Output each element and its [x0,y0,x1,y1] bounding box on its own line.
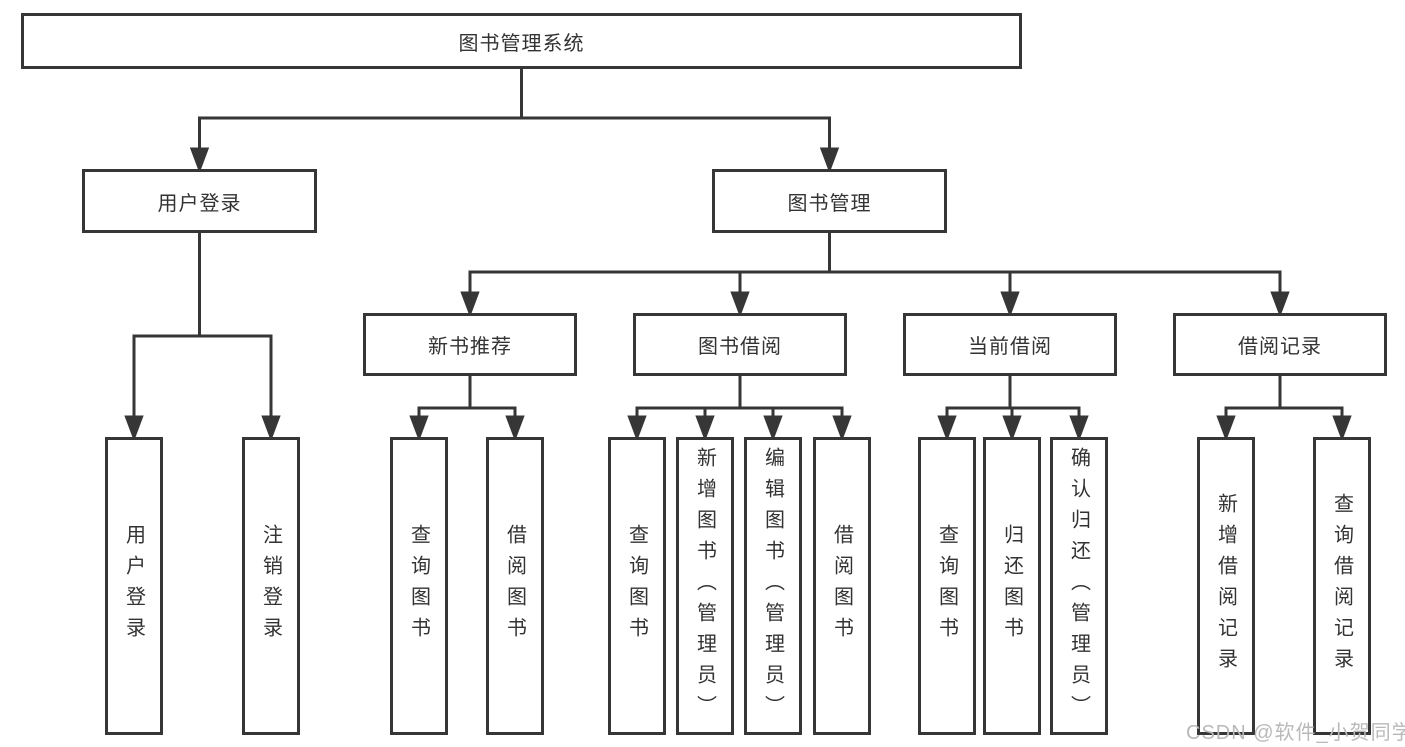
leaf-bb-edit-books-admin: 编辑图书（管理员） [744,437,802,735]
node-current-borrowing: 当前借阅 [903,313,1117,376]
node-root: 图书管理系统 [21,13,1022,69]
leaf-bb-query-books: 查询图书 [608,437,666,735]
leaf-cb-query-books: 查询图书 [918,437,976,735]
leaf-br-add-record: 新增借阅记录 [1197,437,1255,735]
node-new-book-recommendation: 新书推荐 [363,313,577,376]
leaf-logout: 注销登录 [242,437,300,735]
node-book-borrowing: 图书借阅 [633,313,847,376]
leaf-cb-return-books: 归还图书 [983,437,1041,735]
watermark: CSDN @软件_小贺同学 [1186,722,1405,744]
leaf-bb-borrow-books: 借阅图书 [813,437,871,735]
node-user-login: 用户登录 [82,169,317,233]
leaf-user-login: 用户登录 [105,437,163,735]
leaf-rec-borrow-books: 借阅图书 [486,437,544,735]
leaf-rec-query-books: 查询图书 [390,437,448,735]
node-borrowing-records: 借阅记录 [1173,313,1387,376]
leaf-br-query-record: 查询借阅记录 [1313,437,1371,735]
leaf-bb-add-books-admin: 新增图书（管理员） [676,437,734,735]
leaf-cb-confirm-return-admin: 确认归还（管理员） [1050,437,1108,735]
node-book-management: 图书管理 [712,169,947,233]
